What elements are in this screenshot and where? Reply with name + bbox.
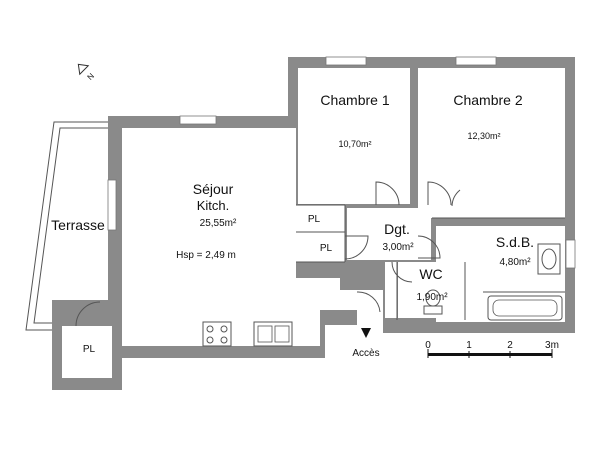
room-area-sdb: 4,80m² (499, 257, 531, 268)
room-area-chambre1: 10,70m² (338, 139, 371, 149)
entrance-label: Accès (352, 348, 379, 359)
room-label-terrasse: Terrasse (51, 217, 105, 233)
room-area-wc: 1,90m² (416, 292, 448, 303)
floors (62, 68, 565, 378)
doors (75, 181, 461, 327)
closet-label: PL (308, 214, 321, 225)
room-labels: Chambre 1 10,70m² Chambre 2 12,30m² Séjo… (51, 92, 534, 355)
scale-tick-label: 1 (466, 340, 472, 351)
room-label-chambre1: Chambre 1 (320, 92, 389, 108)
fixtures (202, 243, 563, 347)
room-label-sdb: S.d.B. (496, 234, 534, 250)
toilet-icon (423, 289, 443, 315)
entrance-arrow-icon (361, 328, 371, 338)
north-arrow-icon: N (77, 63, 96, 82)
terrasse-outline (25, 121, 108, 331)
room-label-wc: WC (419, 266, 442, 282)
room-label-dgt: Dgt. (384, 221, 410, 237)
closet-label: PL (320, 243, 333, 254)
scale-tick-label: 0 (425, 340, 431, 351)
room-area-chambre2: 12,30m² (467, 131, 500, 141)
windows (107, 56, 576, 269)
room-label-chambre2: Chambre 2 (453, 92, 522, 108)
room-area-dgt: 3,00m² (382, 242, 414, 253)
scale-tick-label: 2 (507, 340, 513, 351)
room-area-sejour: 25,55m² (200, 218, 237, 229)
scale-bar: 0 1 2 3m (425, 340, 559, 358)
bathtub-icon (487, 295, 563, 321)
room-height-sejour: Hsp = 2,49 m (176, 250, 236, 261)
partitions (296, 204, 565, 320)
entrance-marker: Accès (352, 328, 380, 359)
closet-label: PL (83, 344, 96, 355)
washbasin-icon (537, 243, 561, 275)
scale-tick-label: 3m (545, 340, 559, 351)
north-label: N (85, 71, 96, 82)
hob-icon (202, 321, 232, 347)
room-label-sejour: Séjour (193, 181, 234, 197)
room-label-kitch: Kitch. (197, 198, 230, 213)
kitchen-sink-icon (253, 321, 293, 347)
